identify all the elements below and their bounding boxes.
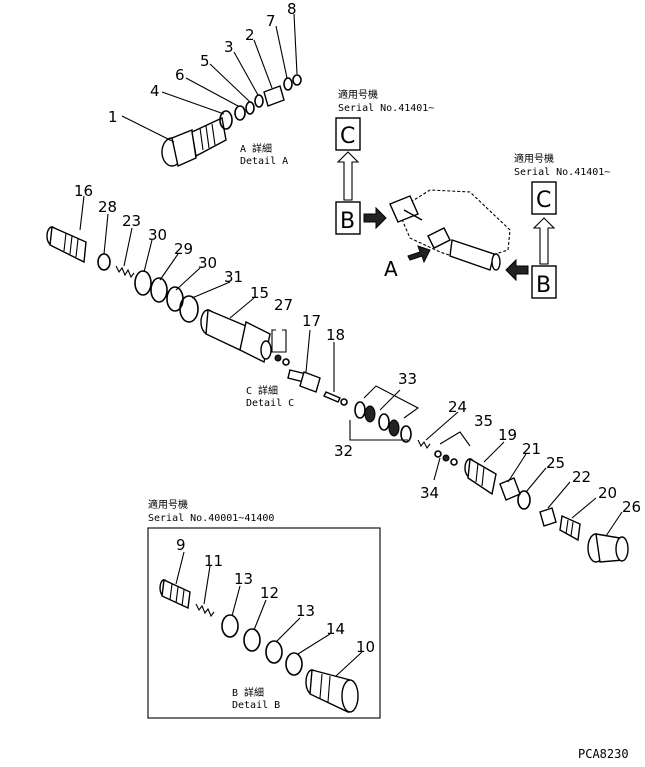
part-21-ring bbox=[499, 477, 521, 501]
box-c-right: C bbox=[536, 188, 551, 213]
label-23: 23 bbox=[122, 212, 141, 230]
label-1: 1 bbox=[108, 108, 118, 126]
detail-b-box: 適用号機 Serial No.40001~41400 bbox=[147, 498, 381, 719]
part-19-sleeve bbox=[464, 457, 497, 496]
part-15-plug-body bbox=[200, 308, 272, 364]
part-13-ring-a bbox=[221, 614, 239, 638]
detail-a-en: Detail A bbox=[240, 156, 288, 167]
part-30-ring-a bbox=[134, 270, 152, 296]
label-30a: 30 bbox=[148, 226, 167, 244]
serial-top-jp: 適用号機 bbox=[338, 88, 378, 101]
part-23-spring bbox=[115, 265, 135, 279]
label-29: 29 bbox=[174, 240, 193, 258]
part-34-35-balls bbox=[434, 450, 458, 466]
arrow-a-label: A bbox=[384, 257, 398, 281]
part-9-spool bbox=[159, 578, 191, 610]
part-8-ring bbox=[292, 74, 302, 86]
part-33-32-rings bbox=[354, 401, 412, 443]
part-29-ring bbox=[150, 277, 168, 303]
label-31: 31 bbox=[224, 268, 243, 286]
label-7: 7 bbox=[266, 12, 276, 30]
label-28: 28 bbox=[98, 198, 117, 216]
detail-c-jp: C 詳細 bbox=[246, 384, 278, 397]
serial-top-en: Serial No.41401~ bbox=[338, 103, 434, 114]
part-4-ring bbox=[219, 110, 233, 130]
serial-callout-top: 適用号機 Serial No.41401~ C B bbox=[335, 88, 434, 235]
serial-right-en: Serial No.41401~ bbox=[514, 167, 610, 178]
part-10-body bbox=[305, 669, 359, 714]
label-13b: 13 bbox=[296, 602, 315, 620]
label-4: 4 bbox=[150, 82, 160, 100]
drawing-code: PCA8230 bbox=[578, 747, 629, 761]
label-24: 24 bbox=[448, 398, 467, 416]
part-7-ring bbox=[283, 77, 293, 91]
part-13-ring-b bbox=[265, 640, 283, 664]
serial-box-en: Serial No.40001~41400 bbox=[148, 513, 274, 524]
label-9: 9 bbox=[176, 536, 186, 554]
label-30b: 30 bbox=[198, 254, 217, 272]
box-c-top: C bbox=[340, 124, 355, 149]
part-3-ring bbox=[254, 94, 264, 108]
serial-box-jp: 適用号機 bbox=[148, 498, 188, 511]
label-15: 15 bbox=[250, 284, 269, 302]
part-1-plug bbox=[161, 116, 227, 167]
label-12: 12 bbox=[260, 584, 279, 602]
label-33: 33 bbox=[398, 370, 417, 388]
label-2: 2 bbox=[245, 26, 255, 44]
label-22: 22 bbox=[572, 468, 591, 486]
serial-callout-right: 適用号機 Serial No.41401~ C B bbox=[505, 152, 610, 299]
part-25-ring bbox=[517, 490, 531, 510]
part-12-ring bbox=[243, 628, 261, 652]
part-16-spool bbox=[46, 225, 87, 264]
label-3: 3 bbox=[224, 38, 234, 56]
box-b-right: B bbox=[536, 273, 551, 298]
label-8: 8 bbox=[287, 0, 297, 18]
part-17-poppet bbox=[287, 369, 321, 393]
label-34: 34 bbox=[420, 484, 439, 502]
part-24-spring bbox=[417, 439, 431, 450]
part-31-ring bbox=[179, 295, 199, 323]
detail-a-jp: A 詳細 bbox=[240, 142, 272, 155]
part-6-ring bbox=[234, 105, 246, 121]
label-25: 25 bbox=[546, 454, 565, 472]
label-6: 6 bbox=[175, 66, 185, 84]
part-28-ring bbox=[97, 253, 111, 271]
label-17: 17 bbox=[302, 312, 321, 330]
part-14-ring bbox=[285, 652, 303, 676]
detail-c-en: Detail C bbox=[246, 398, 294, 409]
part-26-cap bbox=[587, 533, 629, 563]
main-chain: 16 28 23 30 29 30 31 15 27 17 18 33 32 2… bbox=[46, 182, 641, 563]
label-35: 35 bbox=[474, 412, 493, 430]
part-27-small-parts bbox=[274, 354, 290, 366]
part-20-plug bbox=[559, 514, 581, 542]
valve-body-sketch: A bbox=[384, 189, 511, 281]
label-19: 19 bbox=[498, 426, 517, 444]
part-11-spring bbox=[195, 603, 215, 618]
label-10: 10 bbox=[356, 638, 375, 656]
label-20: 20 bbox=[598, 484, 617, 502]
label-16: 16 bbox=[74, 182, 93, 200]
label-27: 27 bbox=[274, 296, 293, 314]
part-18-pin bbox=[323, 391, 348, 406]
part-5-ring bbox=[245, 101, 255, 115]
label-26: 26 bbox=[622, 498, 641, 516]
label-14: 14 bbox=[326, 620, 345, 638]
box-b-left: B bbox=[340, 209, 355, 234]
part-22-ring bbox=[539, 507, 557, 527]
part-2-sleeve bbox=[263, 85, 285, 107]
label-21: 21 bbox=[522, 440, 541, 458]
label-18: 18 bbox=[326, 326, 345, 344]
label-5: 5 bbox=[200, 52, 210, 70]
detail-b-en: Detail B bbox=[232, 700, 280, 711]
serial-right-jp: 適用号機 bbox=[514, 152, 554, 165]
label-32: 32 bbox=[334, 442, 353, 460]
label-11: 11 bbox=[204, 552, 223, 570]
detail-b-jp: B 詳細 bbox=[232, 686, 264, 699]
detail-b-frame bbox=[147, 527, 381, 719]
label-13a: 13 bbox=[234, 570, 253, 588]
detail-a-group: 1 4 6 5 3 2 7 8 A 詳細 Detail A bbox=[108, 0, 302, 167]
